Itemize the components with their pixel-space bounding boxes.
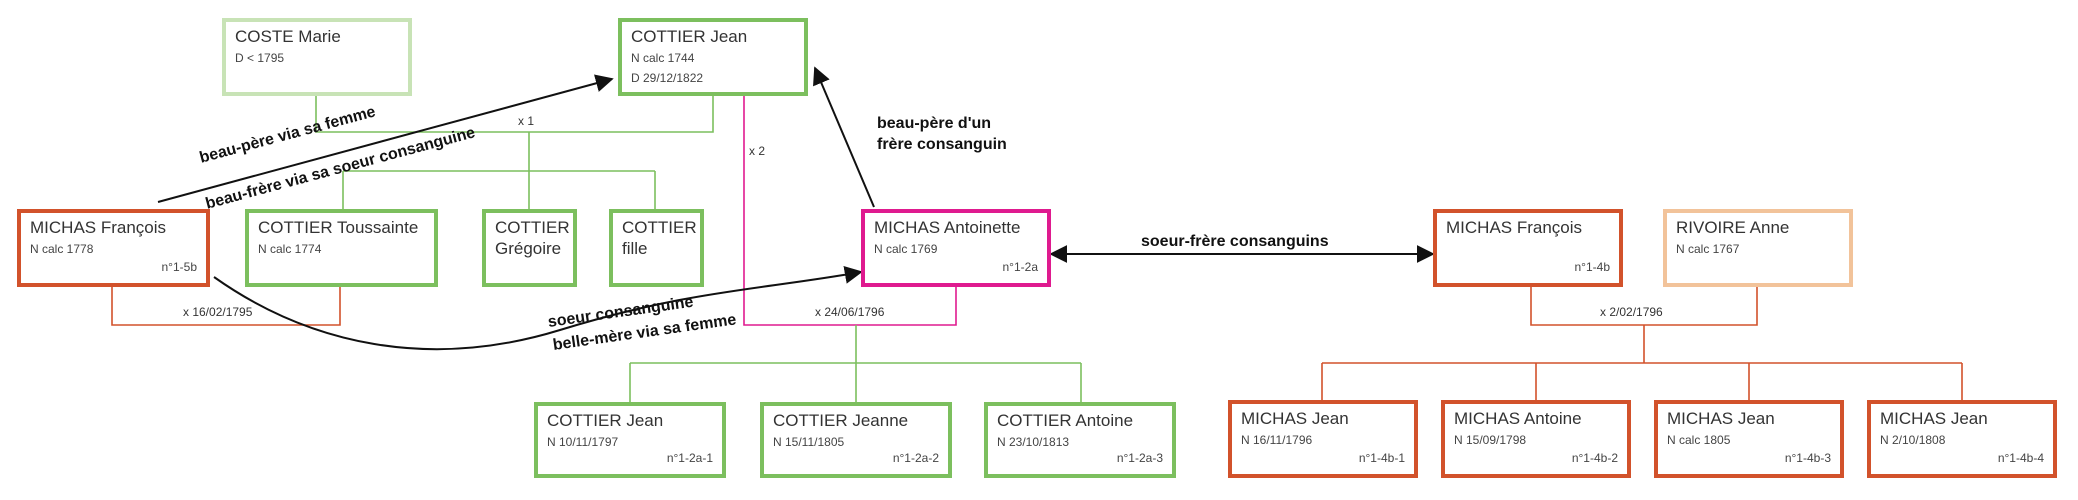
person-box-cottier-fille[interactable]: COTTIER fille [609,209,704,287]
person-ref: n°1-4b-1 [1358,451,1405,465]
person-birth: N calc 1769 [874,242,938,256]
person-box-coste-marie[interactable]: COSTE Marie D < 1795 [222,18,412,96]
person-box-michas-jean-1[interactable]: MICHAS Jean N 16/11/1796 n°1-4b-1 [1228,400,1418,478]
person-ref: n°1-2a-2 [892,451,939,465]
marriage-label-coste-cottier: x 1 [518,114,535,128]
person-box-michas-francois-left[interactable]: MICHAS François N calc 1778 n°1-5b [17,209,210,287]
person-ref: n°1-2a [1002,260,1039,274]
person-name: MICHAS Antoinette [874,218,1021,237]
person-box-cottier-jeanne[interactable]: COTTIER Jeanne N 15/11/1805 n°1-2a-2 [760,402,952,478]
person-box-michas-francois-right[interactable]: MICHAS François n°1-4b [1433,209,1623,287]
arrow-soeur-belle-mere [213,265,863,351]
person-birth: N 2/10/1808 [1880,433,1946,447]
person-name: MICHAS Jean [1667,409,1775,428]
marriage-label-cottier-antoinette: x 2 [749,144,766,158]
person-name: MICHAS François [1446,218,1583,237]
person-birth: N calc 1774 [258,242,322,256]
person-birth: N calc 1778 [30,242,94,256]
marriage-label-michas-rivoire: x 2/02/1796 [1600,305,1663,319]
person-box-cottier-antoine[interactable]: COTTIER Antoine N 23/10/1813 n°1-2a-3 [984,402,1176,478]
person-box-michas-jean-2[interactable]: MICHAS Jean N calc 1805 n°1-4b-3 [1654,400,1844,478]
person-box-michas-antoinette[interactable]: MICHAS Antoinette N calc 1769 n°1-2a [861,209,1051,287]
person-ref: n°1-4b-2 [1571,451,1618,465]
person-ref: n°1-2a-1 [666,451,713,465]
relation-label-beau-pere-frere: beau-père d'un frère consanguin [877,113,1007,155]
person-name: COTTIER Jean [631,27,748,46]
person-birth: N 15/11/1805 [773,435,845,449]
person-birth: N calc 1805 [1667,433,1731,447]
person-name: COTTIER Grégoire [495,218,570,258]
person-box-cottier-toussainte[interactable]: COTTIER Toussainte N calc 1774 [245,209,438,287]
person-name: MICHAS François [30,218,167,237]
relation-label-soeur-frere: soeur-frère consanguins [1141,233,1329,250]
person-death: D 29/12/1822 [631,71,704,85]
person-name: COSTE Marie [235,27,341,46]
person-box-cottier-jean-child[interactable]: COTTIER Jean N 10/11/1797 n°1-2a-1 [534,402,726,478]
person-box-cottier-jean-father[interactable]: COTTIER Jean N calc 1744 D 29/12/1822 [618,18,808,96]
person-name: RIVOIRE Anne [1676,218,1790,237]
person-box-michas-jean-3[interactable]: MICHAS Jean N 2/10/1808 n°1-4b-4 [1867,400,2057,478]
marriage-label-michas-toussainte: x 16/02/1795 [183,305,253,319]
person-ref: n°1-4b-3 [1784,451,1831,465]
person-ref: n°1-5b [161,260,198,274]
person-ref: n°1-4b [1574,260,1611,274]
person-name: COTTIER Toussainte [258,218,419,237]
person-birth: N 10/11/1797 [547,435,619,449]
marriage-label-cottier-antoinette-date: x 24/06/1796 [815,305,885,319]
person-birth: N 16/11/1796 [1241,433,1313,447]
marriage-line-cottier-antoinette [743,96,957,326]
arrow-beau-pere-femme [157,74,614,203]
person-name: COTTIER Jeanne [773,411,909,430]
marriage-line-michas-toussainte [111,287,341,326]
person-box-cottier-gregoire[interactable]: COTTIER Grégoire [482,209,577,287]
person-name: COTTIER fille [622,218,697,258]
person-birth: N calc 1744 [631,51,695,65]
person-ref: n°1-4b-4 [1997,451,2044,465]
person-name: MICHAS Antoine [1454,409,1582,428]
arrow-beau-pere-frere [813,66,875,208]
person-name: MICHAS Jean [1241,409,1349,428]
person-box-rivoire-anne[interactable]: RIVOIRE Anne N calc 1767 [1663,209,1853,287]
person-box-michas-antoine[interactable]: MICHAS Antoine N 15/09/1798 n°1-4b-2 [1441,400,1631,478]
relation-label-beau-pere-frere-line1: beau-père d'un [877,115,992,132]
person-name: COTTIER Jean [547,411,664,430]
marriage-line-coste-cottier [315,96,714,133]
person-name: COTTIER Antoine [997,411,1134,430]
person-death: D < 1795 [235,51,285,65]
person-ref: n°1-2a-3 [1116,451,1163,465]
person-birth: N 23/10/1813 [997,435,1070,449]
person-birth: N calc 1767 [1676,242,1740,256]
relation-label-beau-pere-frere-line2: frère consanguin [877,136,1007,153]
person-birth: N 15/09/1798 [1454,433,1527,447]
person-name: MICHAS Jean [1880,409,1988,428]
